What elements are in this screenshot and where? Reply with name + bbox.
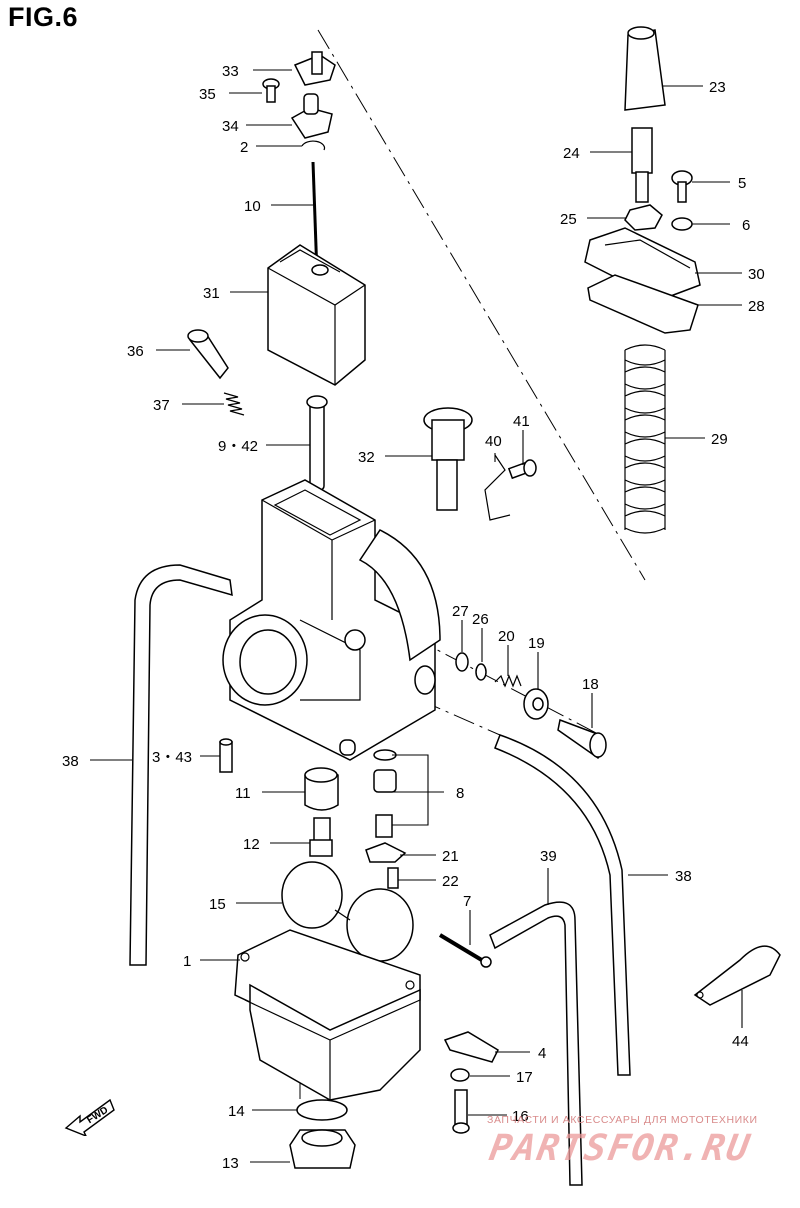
part-29-spring (624, 344, 666, 534)
callout-40: 40 (485, 433, 502, 450)
callout-24: 24 (563, 145, 580, 162)
callout-12: 12 (243, 836, 260, 853)
callout-37: 37 (153, 397, 170, 414)
callout-8: 8 (456, 785, 464, 802)
part-8-jet-set (373, 749, 397, 838)
leader-lines (90, 69, 743, 1163)
part-38-vent-hose-right (494, 734, 631, 1076)
callout-1: 1 (183, 953, 191, 970)
part-15-floats (281, 861, 414, 962)
part-16-bolt (452, 1089, 470, 1134)
callout-13: 13 (222, 1155, 239, 1172)
part-32-starter-plunger (423, 407, 473, 511)
callout-38-left: 38 (62, 753, 79, 770)
part-9-42-needle-jet (306, 395, 328, 491)
part-38-vent-hose-left (129, 564, 233, 966)
part-21-bracket (365, 842, 407, 863)
part-1-float-bowl (234, 929, 421, 1101)
callout-4: 4 (538, 1045, 546, 1062)
callout-23: 23 (709, 79, 726, 96)
callout-38-right: 38 (675, 868, 692, 885)
callout-22: 22 (442, 873, 459, 890)
callout-5: 5 (738, 175, 746, 192)
callout-33: 33 (222, 63, 239, 80)
callout-7: 7 (463, 893, 471, 910)
part-2-e-clip (301, 140, 326, 151)
part-12-main-jet (309, 817, 333, 857)
part-19-nut (523, 688, 549, 720)
callout-3-43: 3・43 (152, 749, 192, 766)
part-4-bracket (443, 1031, 499, 1063)
part-carburetor-body (222, 479, 441, 761)
callout-39: 39 (540, 848, 557, 865)
callout-25: 25 (560, 211, 577, 228)
callout-44: 44 (732, 1033, 749, 1050)
part-41-screw (507, 459, 537, 480)
callout-28: 28 (748, 298, 765, 315)
callout-16: 16 (512, 1108, 529, 1125)
part-44-hose-clamp (693, 945, 781, 1006)
callout-21: 21 (442, 848, 459, 865)
part-27-o-ring (455, 652, 469, 672)
part-34-needle-holder (290, 93, 333, 139)
watermark-caption: ЗАПЧАСТИ И АКСЕССУАРЫ ДЛЯ МОТОТЕХНИКИ (487, 1114, 758, 1126)
part-35-screw (262, 78, 280, 103)
part-40-wire-clip (484, 454, 511, 521)
callout-32: 32 (358, 449, 375, 466)
callout-11: 11 (235, 785, 251, 802)
part-6-washer (671, 217, 693, 231)
part-20-spring (494, 674, 522, 688)
part-36-stop-screw (187, 329, 229, 380)
callout-41: 41 (513, 413, 530, 430)
part-3-43-screw (219, 738, 233, 773)
part-22-screw (387, 867, 399, 889)
callout-19: 19 (528, 635, 545, 652)
part-13-drain-plug (289, 1129, 356, 1169)
callout-9-42: 9・42 (218, 438, 258, 455)
watermark-brand: PARTSFOR.RU (486, 1128, 755, 1169)
callout-18: 18 (582, 676, 599, 693)
part-30-top-cap (584, 227, 701, 301)
callout-27: 27 (452, 603, 469, 620)
part-18-pilot-screw (557, 718, 607, 760)
part-14-o-ring (296, 1099, 348, 1121)
part-11-main-jet-holder (304, 767, 339, 811)
part-5-screw (671, 170, 693, 203)
part-31-throttle-valve (267, 244, 366, 386)
part-39-overflow-hose (489, 901, 583, 1186)
part-37-spring (223, 392, 245, 416)
callout-6: 6 (742, 217, 750, 234)
callout-31: 31 (203, 285, 220, 302)
callout-2: 2 (240, 139, 248, 156)
part-17-washer (450, 1068, 470, 1082)
callout-34: 34 (222, 118, 239, 135)
callout-36: 36 (127, 343, 144, 360)
callout-30: 30 (748, 266, 765, 283)
part-7-float-pin (438, 933, 492, 968)
callout-15: 15 (209, 896, 226, 913)
callout-labels: 33 35 34 2 10 31 36 37 9・42 32 40 41 23 … (62, 63, 765, 1172)
part-24-cable-adjuster (631, 127, 653, 203)
fwd-arrow-icon: FWD (64, 1098, 115, 1136)
callout-26: 26 (472, 611, 489, 628)
callout-35: 35 (199, 86, 216, 103)
figure-title: FIG.6 (8, 2, 79, 32)
callout-14: 14 (228, 1103, 245, 1120)
part-26-washer (475, 663, 487, 681)
part-28-gasket (587, 274, 699, 334)
callout-29: 29 (711, 431, 728, 448)
part-25-nut (624, 204, 663, 231)
callout-10: 10 (244, 198, 261, 215)
callout-17: 17 (516, 1069, 533, 1086)
callout-20: 20 (498, 628, 515, 645)
part-23-cap-boot (624, 26, 666, 111)
part-33-clip-plate (293, 51, 336, 86)
assembly-axis-line (317, 29, 646, 581)
